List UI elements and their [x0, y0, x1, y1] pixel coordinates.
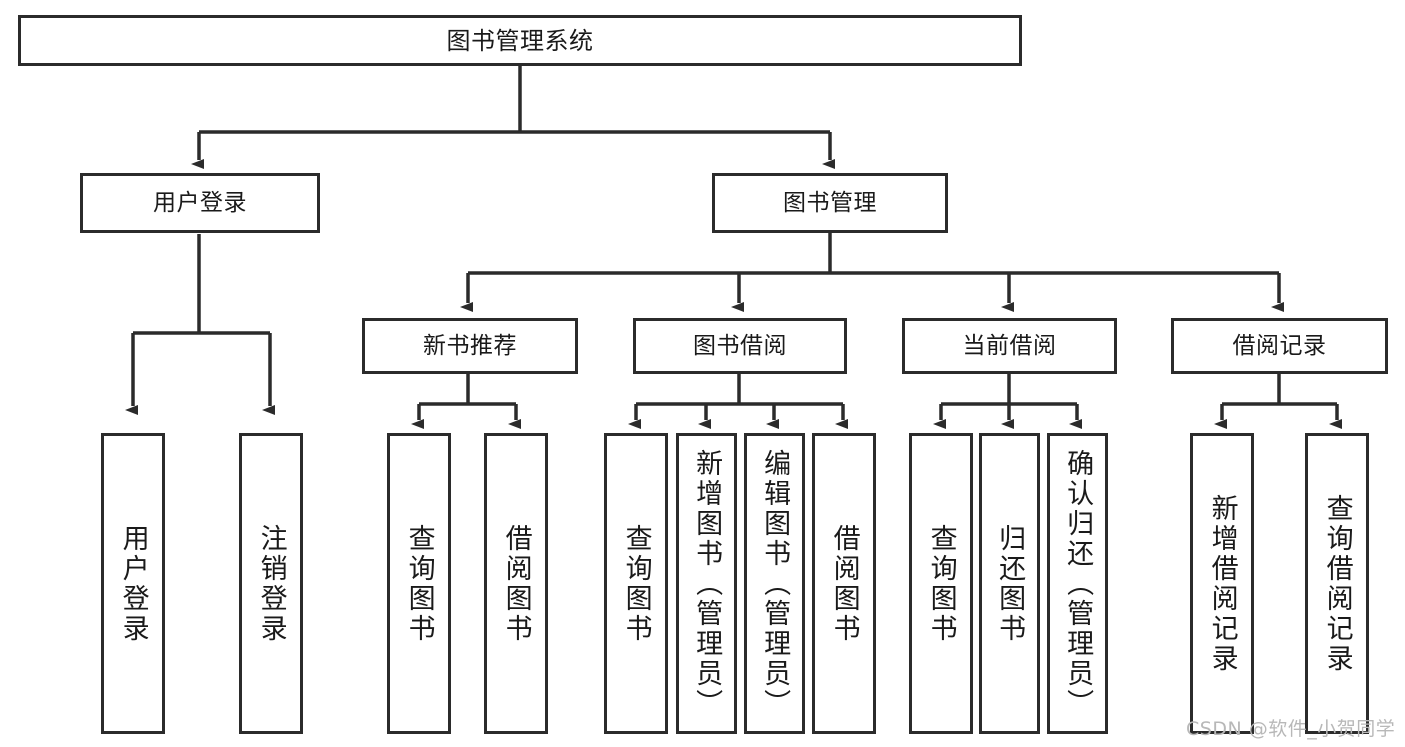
node-current-borrowing[interactable]: 当前借阅: [902, 318, 1117, 374]
node-leaf-query-book-borrowing[interactable]: 查询图书: [604, 433, 668, 734]
node-label: 查询借阅记录: [1321, 493, 1353, 674]
node-label: 新书推荐: [423, 332, 517, 359]
node-borrowing-record[interactable]: 借阅记录: [1171, 318, 1388, 374]
node-label: 查询图书: [925, 523, 957, 644]
node-leaf-query-book-current[interactable]: 查询图书: [909, 433, 973, 734]
node-leaf-query-book-recommendation[interactable]: 查询图书: [387, 433, 451, 734]
node-label: 借阅图书: [828, 523, 860, 644]
node-leaf-add-book-admin[interactable]: 新增图书（管理员）: [676, 433, 737, 734]
node-label: 编辑图书（管理员）: [759, 448, 791, 719]
node-label: 注销登录: [255, 523, 287, 644]
node-label: 当前借阅: [962, 332, 1057, 359]
node-leaf-borrow-book-borrowing[interactable]: 借阅图书: [812, 433, 876, 734]
node-label: 确认归还（管理员）: [1062, 448, 1094, 719]
node-leaf-confirm-return-admin[interactable]: 确认归还（管理员）: [1047, 433, 1108, 734]
node-label: 新增图书（管理员）: [691, 448, 723, 719]
node-book-management[interactable]: 图书管理: [712, 173, 948, 233]
node-label: 查询图书: [403, 523, 435, 644]
node-label: 归还图书: [994, 523, 1026, 644]
node-label: 借阅记录: [1232, 332, 1327, 359]
node-leaf-user-login[interactable]: 用户登录: [101, 433, 165, 734]
node-leaf-edit-book-admin[interactable]: 编辑图书（管理员）: [744, 433, 805, 734]
node-label: 用户登录: [153, 189, 247, 216]
node-leaf-borrow-book-recommendation[interactable]: 借阅图书: [484, 433, 548, 734]
node-label: 图书管理系统: [446, 26, 594, 55]
node-new-book-recommendation[interactable]: 新书推荐: [362, 318, 578, 374]
watermark: CSDN @软件_小贺同学: [1186, 718, 1396, 740]
node-root-library-management-system[interactable]: 图书管理系统: [18, 15, 1022, 66]
node-label: 用户登录: [117, 523, 149, 644]
node-label: 借阅图书: [500, 523, 532, 644]
node-user-login[interactable]: 用户登录: [80, 173, 320, 233]
node-label: 图书管理: [783, 189, 877, 216]
node-label: 图书借阅: [693, 332, 787, 359]
node-label: 新增借阅记录: [1206, 493, 1238, 674]
node-leaf-add-borrowing-record[interactable]: 新增借阅记录: [1190, 433, 1254, 734]
node-leaf-user-logout[interactable]: 注销登录: [239, 433, 303, 734]
node-leaf-query-borrowing-record[interactable]: 查询借阅记录: [1305, 433, 1369, 734]
node-book-borrowing[interactable]: 图书借阅: [633, 318, 847, 374]
node-label: 查询图书: [620, 523, 652, 644]
node-leaf-return-book[interactable]: 归还图书: [979, 433, 1040, 734]
